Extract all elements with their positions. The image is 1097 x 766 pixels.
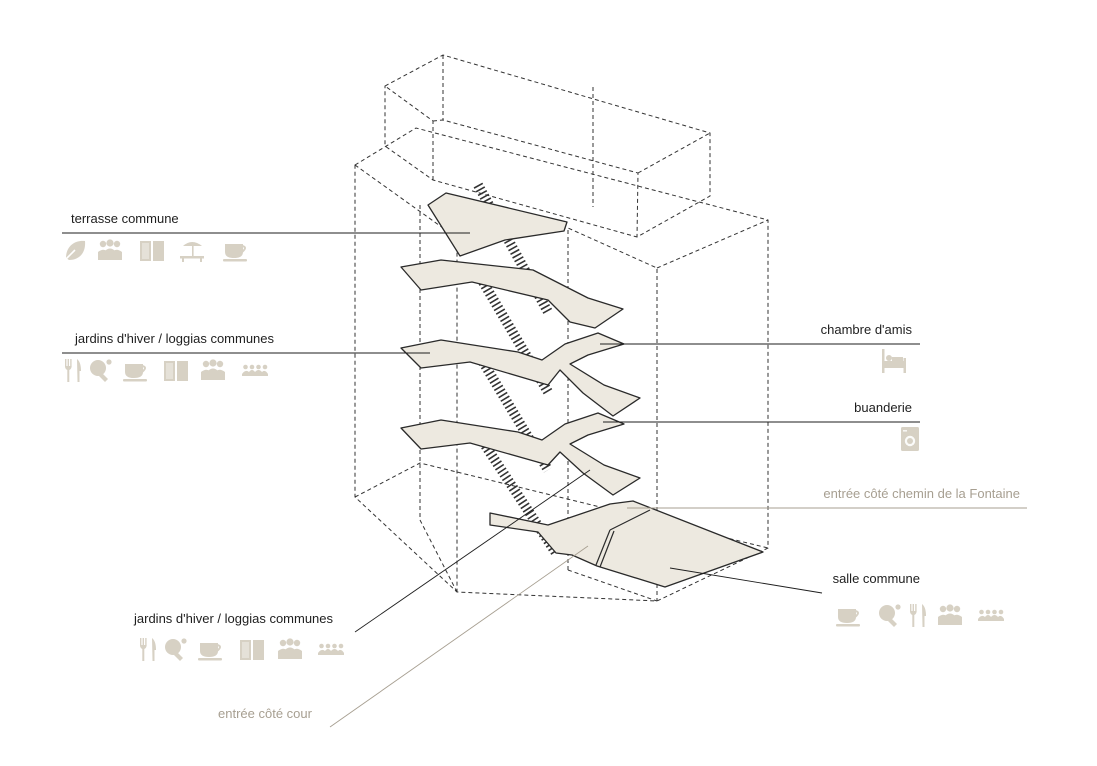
people-icon (201, 359, 225, 380)
label-jardins-upper: jardins d'hiver / loggias communes (74, 331, 275, 346)
label-salle-commune: salle commune (833, 571, 920, 586)
cup-icon (198, 643, 222, 661)
cup-icon (223, 244, 247, 262)
cutlery-icon (65, 359, 81, 382)
leaf-icon (62, 240, 86, 263)
icon-row-salle (836, 604, 1004, 627)
washing-machine-icon (901, 427, 919, 451)
children-icon (318, 643, 344, 655)
cup-icon (123, 364, 147, 382)
label-buanderie: buanderie (854, 400, 912, 415)
bed-icon (882, 349, 906, 373)
floor-terrace (427, 192, 568, 257)
cutlery-icon (910, 604, 926, 627)
icon-row-jardins-upper (65, 359, 268, 382)
labels: terrasse commune jardins d'hiver / loggi… (71, 211, 1020, 721)
label-entree-fontaine: entrée côté chemin de la Fontaine (823, 486, 1020, 501)
label-jardins-lower: jardins d'hiver / loggias communes (133, 611, 334, 626)
floor-level-3 (400, 259, 624, 329)
icon-row-chambre (882, 349, 906, 373)
floor-slabs (400, 192, 764, 588)
children-icon (978, 609, 1004, 621)
floor-level-2 (400, 332, 641, 417)
ping-pong-icon (165, 638, 187, 661)
icon-row-jardins-lower (140, 638, 344, 661)
label-terrasse-commune: terrasse commune (71, 211, 179, 226)
book-icon (240, 640, 264, 660)
floor-level-1 (400, 412, 641, 496)
ping-pong-icon (90, 359, 112, 382)
ping-pong-icon (879, 604, 901, 627)
children-icon (242, 364, 268, 376)
cutlery-icon (140, 638, 156, 661)
people-icon (278, 638, 302, 659)
cup-icon (836, 609, 860, 627)
icon-row-buanderie (901, 427, 919, 451)
people-icon (938, 604, 962, 625)
sunbed-icon (180, 242, 204, 262)
label-chambre-damis: chambre d'amis (821, 322, 913, 337)
leader-lines (62, 232, 1027, 728)
people-icon (98, 239, 122, 260)
floor-ground (489, 500, 764, 588)
icon-row-terrasse (62, 239, 247, 263)
building-outline (354, 54, 769, 602)
label-entree-cour: entrée côté cour (218, 706, 313, 721)
book-icon (140, 241, 164, 261)
book-icon (164, 361, 188, 381)
